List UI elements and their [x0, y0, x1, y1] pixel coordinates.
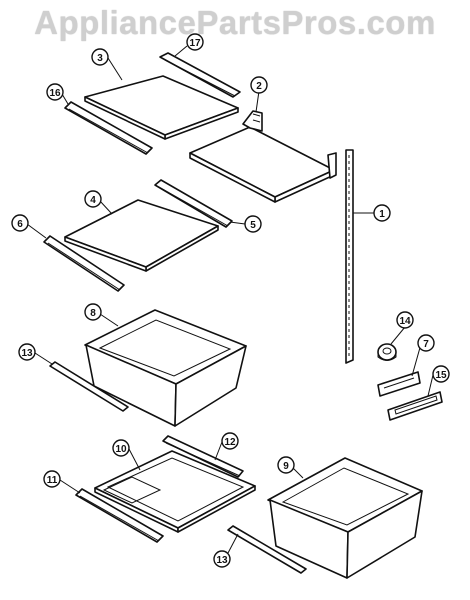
svg-text:11: 11 [47, 475, 58, 486]
part-14-knob [377, 343, 397, 361]
callout-10: 10 [112, 439, 130, 457]
callout-6: 6 [11, 214, 29, 232]
svg-text:8: 8 [90, 308, 96, 319]
svg-text:5: 5 [250, 220, 256, 231]
part-13-slide-rail-upper [49, 361, 129, 412]
svg-text:16: 16 [49, 88, 61, 99]
part-13-slide-rail-lower [227, 525, 307, 574]
svg-text:7: 7 [423, 339, 429, 350]
svg-text:17: 17 [189, 38, 201, 49]
part-4-glass-shelf [64, 199, 219, 272]
callout-17: 17 [186, 33, 204, 51]
svg-text:1: 1 [379, 209, 385, 220]
callout-2: 2 [250, 76, 268, 94]
part-15-channel [387, 391, 443, 421]
svg-text:4: 4 [90, 195, 96, 206]
svg-text:15: 15 [435, 370, 447, 381]
callout-14: 14 [396, 311, 414, 329]
svg-text:2: 2 [256, 81, 262, 92]
callout-3: 3 [91, 48, 109, 66]
callout-13-lower: 13 [213, 550, 231, 568]
callout-13-upper: 13 [18, 343, 36, 361]
callout-4: 4 [84, 190, 102, 208]
part-5-trim-strip [154, 179, 233, 228]
leader-lines [26, 45, 434, 554]
part-3-glass-shelf [84, 75, 239, 140]
part-9-crisper-pan [267, 457, 423, 579]
callout-1: 1 [373, 204, 391, 222]
part-10-crisper-cover [94, 450, 256, 533]
part-7-control-plate [377, 371, 421, 397]
svg-text:13: 13 [21, 348, 33, 359]
watermark: AppliancePartsPros.com [34, 4, 436, 41]
callout-16: 16 [46, 83, 64, 101]
svg-text:12: 12 [224, 437, 236, 448]
svg-text:3: 3 [97, 53, 103, 64]
part-16-front-trim [64, 101, 153, 155]
svg-text:13: 13 [216, 555, 228, 566]
callout-15: 15 [432, 365, 450, 383]
callout-12: 12 [221, 432, 239, 450]
callout-5: 5 [244, 215, 262, 233]
svg-text:6: 6 [17, 219, 23, 230]
callout-7: 7 [417, 334, 435, 352]
part-11-trim [75, 488, 164, 543]
callout-11: 11 [43, 470, 61, 488]
part-8-crisper-pan [84, 309, 247, 427]
part-6-front-trim [43, 235, 125, 292]
callout-9: 9 [277, 456, 295, 474]
part-1-vertical-rail [345, 149, 354, 364]
svg-text:10: 10 [115, 444, 127, 455]
part-17-trim-strip [159, 52, 241, 98]
part-2-shelf-frame [189, 110, 337, 203]
svg-text:14: 14 [399, 316, 411, 327]
svg-text:9: 9 [283, 461, 289, 472]
callout-8: 8 [84, 303, 102, 321]
part-12-trim [162, 435, 244, 478]
